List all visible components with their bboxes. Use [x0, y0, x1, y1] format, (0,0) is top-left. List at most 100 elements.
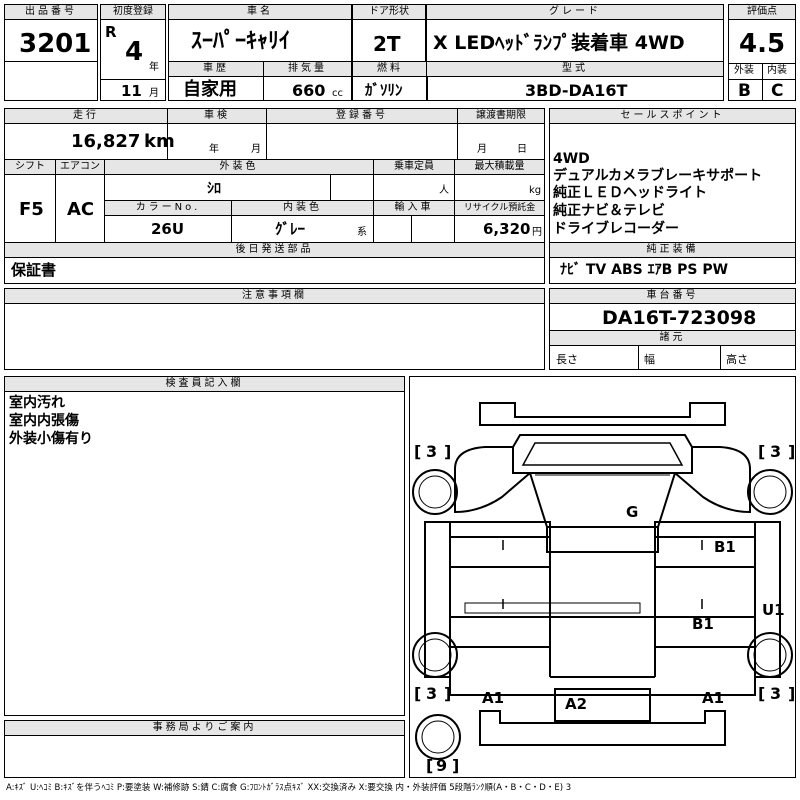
color-no-value: 26U [151, 220, 185, 238]
lot-number: 3201 [19, 29, 92, 59]
car-diagram: [ 3 ] [ 3 ] [ 3 ] [ 3 ] [ 9 ] G B1 B1 U1… [412, 402, 795, 775]
mark-g: G [626, 503, 638, 521]
inspector-label: 検査員記入欄 [5, 377, 404, 392]
score-label: 評価点 [729, 5, 795, 20]
history-box: 車歴 自家用 [168, 61, 264, 101]
displacement-value: 660 [292, 81, 326, 100]
aircon-value: AC [67, 199, 95, 220]
capacity-unit: 人 [439, 185, 449, 196]
later-value: 保証書 [11, 261, 57, 279]
ext-color-label: 外装色 [105, 160, 373, 175]
sales-label: セールスポイント [550, 109, 795, 124]
lot-label: 出品番号 [5, 5, 97, 20]
score-value: 4.5 [739, 29, 786, 59]
inspection-year-unit: 年 [209, 144, 219, 155]
score-ext-value: B [738, 81, 751, 101]
model-label: 型式 [427, 62, 723, 77]
main-info-box: 走行 16,827 km 車検 年 月 登録番号 譲渡書期限 月 日 シフト F… [4, 108, 545, 284]
mileage-label: 走行 [5, 109, 167, 124]
dims-width: 幅 [644, 353, 655, 366]
sales-line-1: 4WD [553, 151, 590, 167]
svg-text:]: ] [444, 684, 451, 703]
mileage-unit: km [144, 131, 175, 152]
dims-label: 諸元 [550, 331, 795, 346]
first-reg-year-unit: 年 [149, 62, 159, 73]
svg-text:]: ] [788, 442, 795, 461]
mileage-value: 16,827 [71, 131, 141, 152]
office-box: 事務局よりご案内 [4, 720, 405, 778]
lot-box: 出品番号 3201 [4, 4, 98, 101]
mark-a2: A2 [565, 695, 587, 713]
history-label: 車歴 [169, 62, 263, 77]
door-label: ドア形状 [353, 5, 425, 20]
chassis-value: DA16T-723098 [602, 307, 757, 329]
transfer-month-unit: 月 [477, 144, 487, 155]
grade-label: グレード [427, 5, 723, 20]
max-load-label: 最大積載量 [455, 160, 544, 175]
color-no-label: カラーNo. [105, 201, 231, 216]
transfer-day-unit: 日 [517, 144, 527, 155]
mark-a1-left: A1 [482, 689, 504, 707]
tire-fl-value: 3 [426, 442, 437, 461]
svg-text:]: ] [788, 684, 795, 703]
inspector-line-2: 室内内張傷 [9, 413, 79, 429]
score-box: 評価点 4.5 外装 内装 B C [728, 4, 796, 101]
fuel-box: 燃料 ｶﾞｿﾘﾝ [352, 61, 428, 101]
dims-length: 長さ [556, 353, 578, 366]
shift-value: F5 [19, 199, 44, 220]
chassis-label: 車台番号 [550, 289, 795, 304]
first-reg-era: R [105, 23, 117, 41]
reg-no-label: 登録番号 [267, 109, 457, 124]
sales-line-4: 純正ナビ＆テレビ [553, 203, 665, 219]
first-reg-year: 4 [125, 37, 144, 67]
mark-a1-right: A1 [702, 689, 724, 707]
svg-text:[: [ [414, 684, 421, 703]
chassis-box: 車台番号 DA16T-723098 諸元 長さ 幅 高さ [549, 288, 796, 370]
car-name-label: 車名 [169, 5, 351, 20]
office-label: 事務局よりご案内 [5, 721, 404, 736]
svg-text:]: ] [444, 442, 451, 461]
svg-text:[: [ [758, 684, 765, 703]
car-name-value: ｽｰﾊﾟｰｷｬﾘｲ [191, 29, 291, 54]
svg-text:[: [ [758, 442, 765, 461]
recycle-value: 6,320 [483, 220, 531, 238]
score-ext-label: 外装 [734, 65, 754, 76]
svg-text:[: [ [414, 442, 421, 461]
tire-rr-value: 3 [770, 684, 781, 703]
first-reg-label: 初度登録 [101, 5, 165, 20]
first-reg-box: 初度登録 R 4 年 11 月 [100, 4, 166, 101]
car-name-box: 車名 ｽｰﾊﾟｰｷｬﾘｲ [168, 4, 352, 62]
int-color-unit: 系 [357, 227, 367, 238]
model-box: 型式 3BD-DA16T [426, 61, 724, 101]
notes-label: 注意事項欄 [5, 289, 544, 304]
recycle-unit: 円 [532, 227, 542, 238]
dims-height: 高さ [726, 353, 748, 366]
tire-rl-value: 3 [426, 684, 437, 703]
inspector-box: 検査員記入欄 室内汚れ 室内内張傷 外装小傷有り [4, 376, 405, 716]
import-label: 輸入車 [374, 201, 454, 216]
svg-text:]: ] [452, 756, 459, 775]
ext-color-value: ｼﾛ [207, 181, 221, 197]
score-int-label: 内装 [767, 65, 787, 76]
mark-b1-lower: B1 [692, 615, 714, 633]
sales-line-3: 純正ＬＥＤヘッドライト [553, 185, 707, 201]
sales-box: セールスポイント 4WD デュアルカメラブレーキサポート 純正ＬＥＤヘッドライト… [549, 108, 796, 284]
sales-line-5: ドライブレコーダー [553, 221, 679, 237]
history-value: 自家用 [183, 79, 237, 100]
max-load-unit: kg [529, 185, 542, 196]
tire-fr-value: 3 [770, 442, 781, 461]
door-value: 2T [373, 32, 401, 56]
fuel-value: ｶﾞｿﾘﾝ [365, 81, 403, 99]
spare-value: 9 [436, 756, 447, 775]
int-color-value: ｸﾞﾚｰ [275, 220, 306, 238]
first-reg-month-unit: 月 [149, 88, 159, 99]
legend-text: A:ｷｽﾞ U:ﾍｺﾐ B:ｷｽﾞを伴うﾍｺﾐ P:要塗装 W:補修跡 S:錆 … [6, 783, 572, 793]
displacement-box: 排気量 660 cc [263, 61, 352, 101]
mark-u1: U1 [762, 601, 785, 619]
shift-label: シフト [5, 160, 55, 175]
displacement-label: 排気量 [264, 62, 351, 77]
inspector-line-1: 室内汚れ [9, 395, 65, 411]
model-value: 3BD-DA16T [525, 81, 628, 100]
grade-value: X LEDﾍｯﾄﾞﾗﾝﾌﾟ装着車 4WD [433, 32, 685, 54]
car-diagram-box: [ 3 ] [ 3 ] [ 3 ] [ 3 ] [ 9 ] G B1 B1 U1… [409, 376, 796, 778]
